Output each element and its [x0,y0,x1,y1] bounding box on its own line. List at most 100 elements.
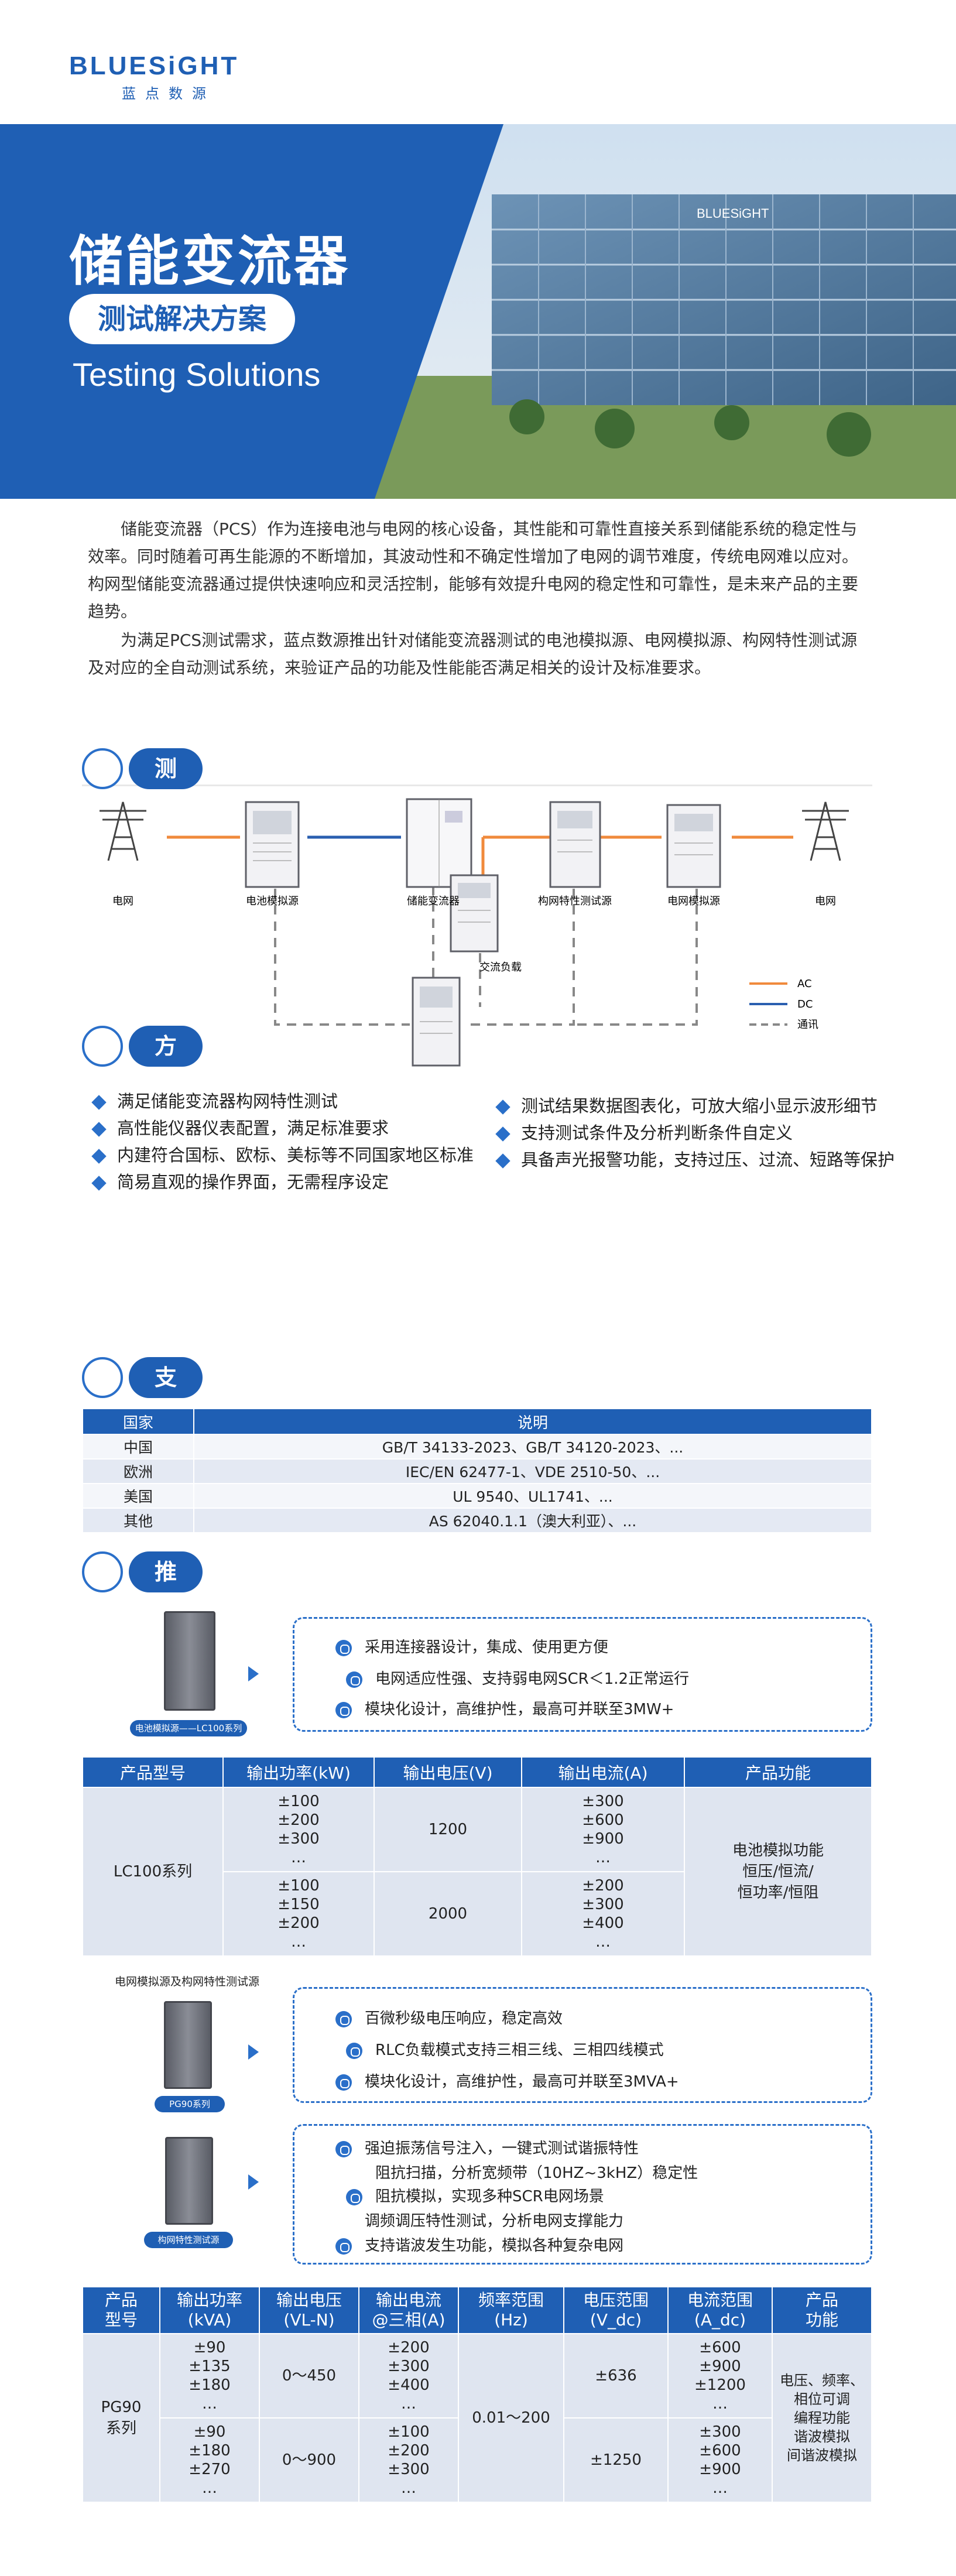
diamond-bullet-icon [495,1153,510,1169]
section-title-arch: 测试系统架构示意图 [129,748,203,1109]
pg90-header: 产品 功能 [772,2286,872,2334]
pg90-model: PG90 系列 [82,2333,160,2503]
pg90-current: ±100 ±200 ±300 … [358,2417,459,2503]
table-row: ±100 ±150 ±200 … 2000 ±200 ±300 ±400 … [83,1871,872,1957]
pg90-freq: 0.01～200 [458,2333,564,2503]
lightbulb-icon [82,1026,123,1067]
grid-test-cabinet [549,801,601,888]
pg90-header: 频率范围 (Hz) [458,2286,564,2334]
label-battery-sim: 电池模拟源 [246,895,299,907]
lc100-current: ±200 ±300 ±400 … [521,1871,685,1957]
advantage-item: 高性能仪器仪表配置，满足标准要求 [91,1115,474,1142]
lightbulb-icon [82,1357,123,1398]
battery-sim-cabinet [245,801,300,888]
hero-title: 储能变流器 [69,230,351,293]
diagram-legend: AC DC 通讯 [749,978,818,1031]
advantage-item: 内建符合国标、欧标、美标等不同国家地区标准 [91,1142,474,1169]
feature-item: 采用连接器设计，集成、使用更方便 [335,1635,608,1657]
intro-paragraph-2: 为满足PCS测试需求，蓝点数源推出针对储能变流器测试的电池模拟源、电网模拟源、构… [88,631,858,677]
advantages-left: 满足储能变流器构网特性测试 高性能仪器仪表配置，满足标准要求 内建符合国标、欧标… [91,1088,474,1195]
pg90-header: 电压范围 (V_dc) [563,2286,669,2334]
advantage-item: 支持测试条件及分析判断条件自定义 [495,1119,895,1146]
pcs-cabinet [406,798,472,888]
lc100-image-label: 电池模拟源——LC100系列 [130,1720,247,1736]
logo-text: BLUESiGHT [69,52,239,80]
feature-item: 电网适应性强、支持弱电网SCR＜1.2正常运行 [346,1667,689,1688]
feature-icon [335,1639,352,1656]
feature-item: 百微秒级电压响应，稳定高效 [335,2006,563,2028]
advantage-item: 测试结果数据图表化，可放大缩小显示波形细节 [495,1092,895,1119]
advantage-item: 具备声光报警功能，支持过压、过流、短路等保护 [495,1146,895,1173]
grid-sim-cabinet [666,804,721,888]
pg90-function: 电压、频率、 相位可调 编程功能 谐波模拟 间谐波模拟 [772,2333,872,2503]
hero-pill: 测试解决方案 [69,294,295,344]
brand-logo: BLUESiGHT 蓝点数源 [69,52,239,102]
table-row: LC100系列 ±100 ±200 ±300 … 1200 ±300 ±600 … [82,1787,872,1957]
lc100-power: ±100 ±150 ±200 … [222,1871,375,1957]
architecture-diagram: 电网 电池模拟源 储能变流器 构网特性测试源 电网模拟源 电网 交流负载 AC … [100,798,849,1067]
pg90-current: ±200 ±300 ±400 … [358,2333,459,2419]
lightbulb-icon [82,748,123,789]
section-title-standards: 支持标准 [129,1357,203,1513]
pg90-power: ±90 ±180 ±270 … [159,2417,260,2503]
label-grid-left: 电网 [112,895,133,907]
pg90-group-title: 电网模拟源及构网特性测试源 [115,1975,260,1988]
feature-item: 模块化设计，高维护性，最高可并联至3MW+ [335,1697,674,1719]
feature-item: 支持谐波发生功能，模拟各种复杂电网 [335,2234,623,2255]
standards-header-desc: 说明 [193,1408,872,1435]
advantages-right: 测试结果数据图表化，可放大缩小显示波形细节 支持测试条件及分析判断条件自定义 具… [495,1092,895,1173]
pg90-spec-table: 产品 型号 输出功率 (kVA) 输出电压 (VL-N) 输出电流 @三相(A)… [82,2286,872,2503]
feature-item: 阻抗模拟，实现多种SCR电网场景 [346,2184,604,2206]
lightbulb-icon [82,1551,123,1592]
lc100-header: 输出电压(V) [374,1756,522,1788]
section-title-advantage: 方案优势 [129,1026,203,1182]
logo-subtext: 蓝点数源 [122,85,215,102]
lc100-feature-box: 采用连接器设计，集成、使用更方便 电网适应性强、支持弱电网SCR＜1.2正常运行… [293,1617,872,1732]
pg90-header: 产品 型号 [82,2286,160,2334]
grid-test-product-image [165,2137,213,2225]
feature-item: RLC负载模式支持三相三线、三相四线模式 [346,2038,664,2060]
advantage-item: 简易直观的操作界面，无需程序设定 [91,1169,474,1195]
arrow-right-icon [248,1666,259,1681]
hero-subtitle-en: Testing Solutions [73,356,321,393]
legend-dc: DC [797,998,813,1010]
feature-item: 阻抗扫描，分析宽频带（10HZ~3kHZ）稳定性 [375,2164,698,2182]
feature-icon [335,2140,352,2157]
hero-background: BLUESiGHT [0,124,956,499]
pg90-image-label: PG90系列 [155,2096,225,2112]
lc100-power: ±100 ±200 ±300 … [222,1787,375,1872]
pg90-power: ±90 ±135 ±180 … [159,2333,260,2419]
feature-icon [335,2238,352,2255]
label-grid-test: 构网特性测试源 [538,895,612,907]
pg90-header: 输出功率 (kVA) [159,2286,260,2334]
feature-icon [346,2188,362,2205]
feature-item: 强迫振荡信号注入，一键式测试谐振特性 [335,2136,639,2158]
hero-banner: BLUESiGHT 储能变流器 测试解决方案 Testing Solutions [0,124,956,499]
pg90-header: 输出电流 @三相(A) [358,2286,459,2334]
lc100-header: 输出功率(kW) [222,1756,375,1788]
pg90-adc: ±600 ±900 ±1200 … [667,2333,773,2419]
pg90-header: 电流范围 (A_dc) [667,2286,773,2334]
ac-load-cabinet [450,874,499,953]
diamond-bullet-icon [91,1122,107,1137]
arrow-right-icon [248,2174,259,2190]
diamond-bullet-icon [495,1126,510,1142]
lc100-voltage: 1200 [374,1787,522,1872]
pg90-vln: 0～900 [259,2417,359,2503]
grid-tower-left-icon [100,801,146,861]
grid-test-image-label: 构网特性测试源 [144,2232,233,2248]
lc100-spec-table: 产品型号 输出功率(kW) 输出电压(V) 输出电流(A) 产品功能 LC100… [82,1756,872,1957]
pg90-vdc: ±636 [563,2333,669,2419]
pg90-header: 输出电压 (VL-N) [259,2286,359,2334]
lc100-header: 输出电流(A) [521,1756,685,1788]
legend-ac: AC [797,978,812,990]
advantage-item: 满足储能变流器构网特性测试 [91,1088,474,1115]
arrow-right-icon [248,2044,259,2060]
grid-tower-right-icon [802,801,849,861]
feature-icon [335,2074,352,2091]
pg90-vln: 0～450 [259,2333,359,2419]
lc100-header: 产品型号 [82,1756,224,1788]
